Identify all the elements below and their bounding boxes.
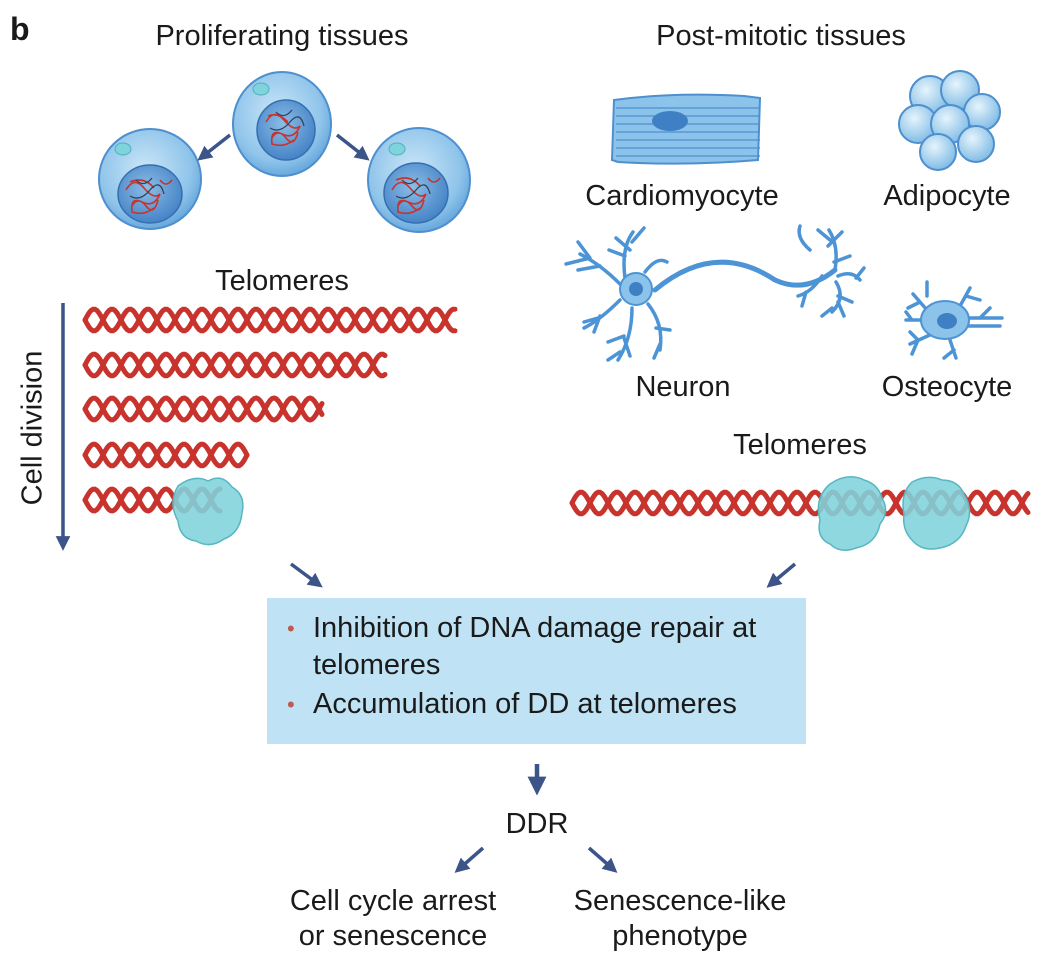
dna-helix: [82, 395, 325, 423]
outcome-phenotype-line1: Senescence-like: [573, 885, 787, 917]
division-arrow-left: [197, 133, 232, 161]
adipocyte-illustration: [898, 70, 1001, 171]
mechanism-box: •Inhibition of DNA damage repair at telo…: [267, 598, 806, 744]
damage-protein-right-2: [902, 476, 971, 550]
proliferating-tissues-title: Proliferating tissues: [155, 20, 409, 52]
arrow-ddr-to-arrest: [454, 846, 485, 873]
dna-helix: [82, 351, 388, 379]
osteocyte-illustration: [904, 280, 1004, 360]
telomeres-label-right: Telomeres: [733, 429, 867, 461]
outcome-phenotype-line2: phenotype: [612, 920, 748, 952]
adipocyte-label: Adipocyte: [883, 180, 1011, 212]
dna-helix: [82, 441, 250, 469]
cardiomyocyte-illustration: [610, 93, 762, 165]
telomere-helices-left: [82, 306, 458, 514]
telomeres-label-left: Telomeres: [215, 265, 349, 297]
daughter-cell-left: [98, 128, 202, 230]
mother-cell: [232, 71, 332, 177]
mechanism-item: •Accumulation of DD at telomeres: [287, 688, 737, 720]
outcome-arrest-line1: Cell cycle arrest: [289, 885, 497, 917]
arrow-ddr-to-phenotype: [587, 846, 618, 873]
outcome-arrest-line2: or senescence: [298, 920, 488, 952]
dna-helix: [82, 306, 458, 334]
cardiomyocyte-label: Cardiomyocyte: [585, 180, 779, 212]
ddr-label: DDR: [505, 808, 569, 840]
mechanism-item: •Inhibition of DNA damage repair at telo…: [287, 612, 757, 681]
damage-protein-right-1: [817, 476, 887, 551]
arrow-left-to-box: [289, 562, 323, 588]
osteocyte-label: Osteocyte: [881, 371, 1013, 403]
neuron-illustration: [564, 224, 866, 362]
daughter-cell-right: [367, 127, 471, 233]
post-mitotic-tissues-title: Post-mitotic tissues: [656, 20, 906, 52]
division-arrow-right: [335, 133, 370, 161]
arrow-right-to-box: [766, 562, 797, 588]
panel-letter: b: [10, 11, 30, 47]
neuron-label: Neuron: [635, 371, 731, 403]
mechanism-list: •Inhibition of DNA damage repair at telo…: [267, 598, 806, 723]
damage-protein-left: [172, 477, 244, 546]
cell-division-label: Cell division: [16, 350, 49, 506]
